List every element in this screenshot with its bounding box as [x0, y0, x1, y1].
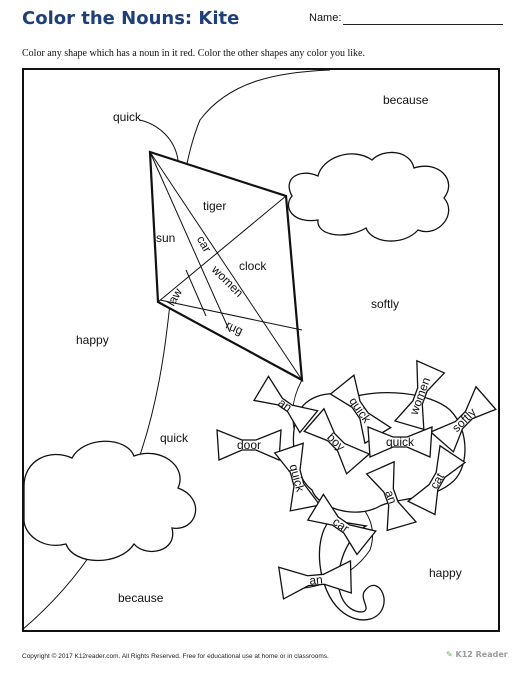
bow-door: door: [216, 429, 282, 461]
bow-an-1: an: [252, 375, 319, 434]
name-label: Name:: [309, 12, 342, 24]
word-rug: rug: [224, 318, 246, 338]
word-because-bottom: because: [118, 591, 164, 605]
coloring-frame: [22, 68, 500, 632]
kite-spar-vertical: [149, 151, 303, 381]
kite-line-a: [149, 151, 231, 333]
copyright-notice: Copyright © 2017 K12reader.com. All Righ…: [22, 653, 329, 660]
kite-line-b: [159, 299, 303, 331]
word-quick-left: quick: [160, 431, 189, 445]
instructions: Color any shape which has a noun in it r…: [22, 48, 365, 59]
name-input-line[interactable]: [343, 24, 503, 25]
bow-label: an: [382, 488, 400, 505]
logo-mark-icon: ✎: [446, 650, 453, 659]
k12-reader-logo: ✎ K12 Reader: [446, 650, 508, 659]
bow-label: an: [309, 572, 324, 587]
word-quick-top: quick: [113, 110, 142, 124]
logo-text: K12 Reader: [455, 650, 508, 659]
bow-cat: cat: [406, 444, 467, 516]
bow-an-3: an: [277, 559, 352, 600]
kite-spar-horizontal: [157, 195, 287, 303]
kite-string: [139, 119, 179, 161]
word-sun: sun: [156, 231, 175, 245]
kite-line-c: [185, 269, 207, 317]
bow-quick-2: quick: [367, 426, 433, 458]
bow-label: door: [237, 438, 261, 452]
word-clock: clock: [239, 259, 267, 273]
page-title: Color the Nouns: Kite: [22, 8, 240, 29]
cloud-left: [23, 440, 197, 562]
word-because-top: because: [383, 93, 429, 107]
word-happy-left: happy: [76, 333, 109, 347]
bow-label: quick: [386, 435, 415, 449]
bow-an-2: an: [365, 460, 418, 532]
word-happy-right: happy: [429, 566, 462, 580]
word-softly-mid: softly: [371, 297, 399, 311]
bow-label: an: [276, 395, 295, 414]
word-tiger: tiger: [203, 199, 226, 213]
cloud-right: [287, 151, 450, 242]
